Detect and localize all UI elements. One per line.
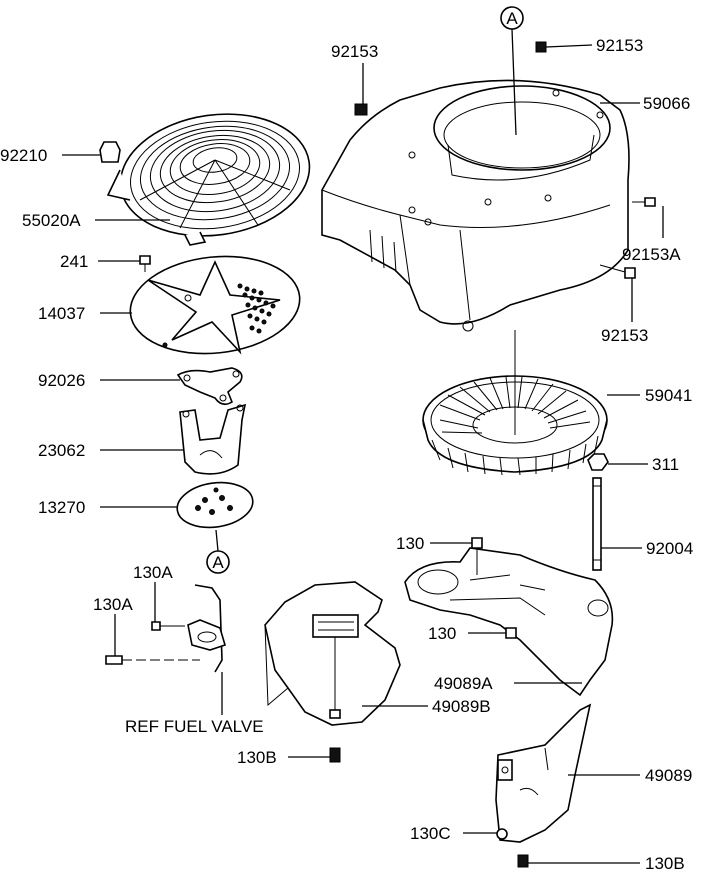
baffle-49089 [495,703,592,843]
label-92153-right: 92153 [601,326,648,345]
perforation-area [237,283,276,334]
callout-labels: 92153 92153 59066 92210 55020A 92153A 24… [0,36,693,873]
screen-55020A [106,113,311,246]
label-14037: 14037 [38,304,85,323]
label-130-top: 130 [396,534,424,553]
label-311: 311 [652,455,679,474]
label-241: 241 [60,252,88,271]
label-92153A: 92153A [622,245,681,264]
label-92004: 92004 [646,539,693,558]
leader-lines [62,44,664,864]
ref-A-bottom-label: A [212,553,224,572]
screen-plate-14037 [129,255,301,355]
label-92153-top: 92153 [331,42,378,61]
label-130B-right: 130B [645,854,685,873]
label-59041: 59041 [645,386,692,405]
label-130-mid: 130 [428,624,456,643]
gasket-92026 [176,367,243,406]
fuel-valve-bracket [187,584,226,673]
disc-13270 [176,481,254,529]
baffle-49089A [404,547,614,697]
baffle-49089B [264,581,401,726]
label-130C: 130C [410,824,451,843]
label-49089: 49089 [645,766,692,785]
label-55020A: 55020A [22,211,81,230]
bracket-23062 [179,403,247,475]
label-49089B: 49089B [432,697,491,716]
blower-housing-59066 [321,79,630,332]
label-59066: 59066 [643,94,690,113]
nut-92210 [99,141,121,163]
label-92210: 92210 [0,146,47,165]
label-92026: 92026 [38,371,85,390]
label-49089A: 49089A [434,674,493,693]
label-130A-lower: 130A [93,595,133,614]
nut-311 [587,453,609,471]
screw-241 [139,255,151,272]
ref-A-bottom: A [206,529,230,574]
label-130B-left: 130B [237,748,277,767]
label-92153-right-top: 92153 [596,36,643,55]
ref-A-top: A [500,6,524,136]
label-13270: 13270 [38,498,85,517]
label-130A-upper: 130A [133,563,173,582]
ref-A-top-label: A [506,9,518,28]
label-ref-fuel-valve: REF FUEL VALVE [125,717,264,736]
fan-59041 [422,330,608,476]
label-23062: 23062 [38,441,85,460]
stud-92004 [592,477,602,571]
